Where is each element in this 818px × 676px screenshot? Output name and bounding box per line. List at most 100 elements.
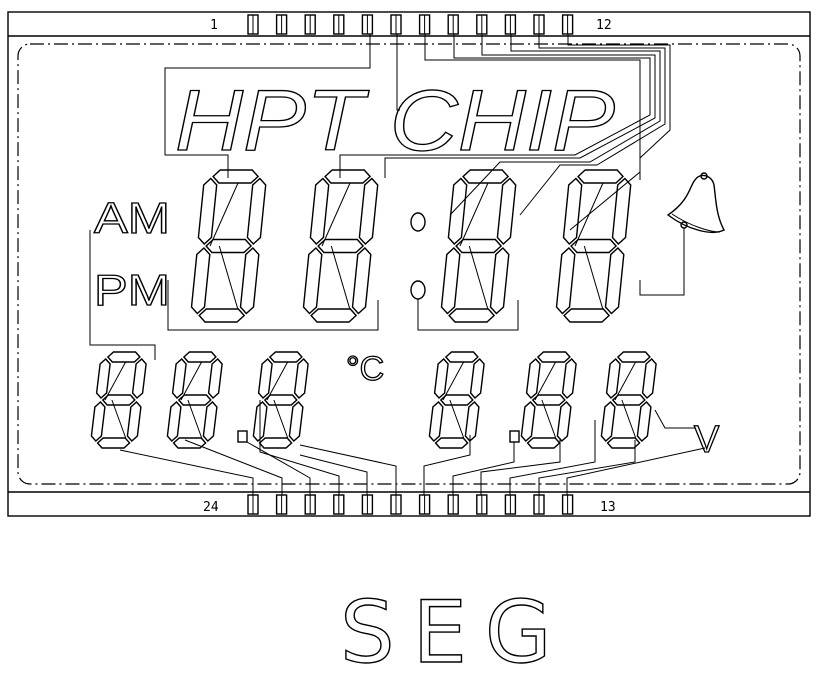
segment-lead — [209, 182, 239, 247]
small-digit-2 — [166, 351, 223, 449]
segment-lead — [574, 182, 604, 247]
trace — [566, 447, 706, 495]
seg-b — [207, 358, 223, 399]
seg-b — [611, 177, 632, 245]
trace — [246, 438, 311, 495]
seg-f — [309, 177, 330, 245]
seg-a — [462, 169, 510, 184]
seg-a — [268, 351, 303, 363]
trace — [89, 230, 156, 360]
seg-d — [606, 437, 641, 449]
seg-g — [263, 394, 298, 406]
seg-e — [440, 247, 461, 315]
pm-label: PM — [94, 266, 170, 315]
seg-b — [246, 177, 267, 245]
logo-text: HPT CHIP — [175, 73, 615, 169]
trace — [452, 442, 515, 495]
segment-lead — [218, 245, 239, 310]
trace — [396, 34, 400, 111]
seg-a — [616, 351, 651, 363]
seg-e — [428, 401, 444, 442]
colon-dots — [410, 212, 426, 300]
trace — [167, 280, 379, 331]
seg-e — [600, 401, 616, 442]
am-label: AM — [94, 194, 170, 243]
trace — [119, 449, 254, 495]
segment-lead — [187, 399, 203, 439]
pin-label-12: 12 — [596, 18, 612, 33]
trace — [639, 228, 685, 296]
seg-d — [526, 437, 561, 449]
seg-b — [293, 358, 309, 399]
seg-e — [252, 401, 268, 442]
seg-c — [126, 401, 142, 442]
segment-lead — [266, 361, 289, 401]
segment-lead — [180, 361, 203, 401]
seg-f — [525, 358, 541, 399]
seg-f — [257, 358, 273, 399]
trace — [538, 440, 636, 495]
seg-f — [171, 358, 187, 399]
seg-g — [205, 238, 253, 254]
seg-d — [198, 308, 246, 323]
trace — [567, 34, 671, 180]
small-digit-6 — [600, 351, 657, 449]
pin-label-13: 13 — [600, 500, 616, 515]
segment-lead — [541, 399, 557, 439]
seg-c — [202, 401, 218, 442]
seg-a — [212, 169, 260, 184]
seg-d — [258, 437, 293, 449]
seg-a — [536, 351, 571, 363]
trace — [384, 34, 656, 178]
seg-e — [166, 401, 182, 442]
trace — [299, 454, 368, 495]
decimal-point — [237, 430, 520, 443]
digits — [90, 169, 657, 449]
seg-b — [469, 358, 485, 399]
seg-d — [448, 308, 496, 323]
lcd-outline — [7, 11, 811, 517]
seg-b — [496, 177, 517, 245]
seg-e — [90, 401, 106, 442]
trace — [339, 34, 651, 178]
seg-c — [288, 401, 304, 442]
seg-g — [317, 238, 365, 254]
small-digit-1 — [90, 351, 147, 449]
seg-b — [358, 177, 379, 245]
seg-c — [636, 401, 652, 442]
trace — [259, 400, 340, 495]
seg-a — [444, 351, 479, 363]
seg-a — [182, 351, 217, 363]
seg-d — [434, 437, 469, 449]
volt-label: V — [694, 419, 720, 461]
trace — [449, 34, 661, 216]
trace — [299, 444, 397, 495]
trace — [509, 420, 596, 495]
trace — [519, 34, 666, 216]
seg-g — [101, 394, 136, 406]
trace — [480, 438, 561, 495]
seg-b — [131, 358, 147, 399]
small-digit-5 — [520, 351, 577, 449]
celsius-label: °C — [346, 350, 384, 388]
seg-g — [531, 394, 566, 406]
seg-f — [605, 358, 621, 399]
segment-lead — [104, 361, 127, 401]
seg-f — [447, 177, 468, 245]
seg-c — [489, 247, 510, 315]
seg-f — [433, 358, 449, 399]
seg-g — [455, 238, 503, 254]
seg-c — [464, 401, 480, 442]
segment-lead — [614, 361, 637, 401]
seg-g — [439, 394, 474, 406]
trace — [417, 299, 519, 331]
segment-lead — [111, 399, 127, 439]
segment-lead — [468, 245, 489, 310]
seg-e — [520, 401, 536, 442]
trace — [184, 439, 283, 495]
seg-a — [106, 351, 141, 363]
pin-label-24: 24 — [203, 500, 219, 515]
segment-lead — [442, 361, 465, 401]
pins — [247, 14, 574, 515]
seg-f — [95, 358, 111, 399]
